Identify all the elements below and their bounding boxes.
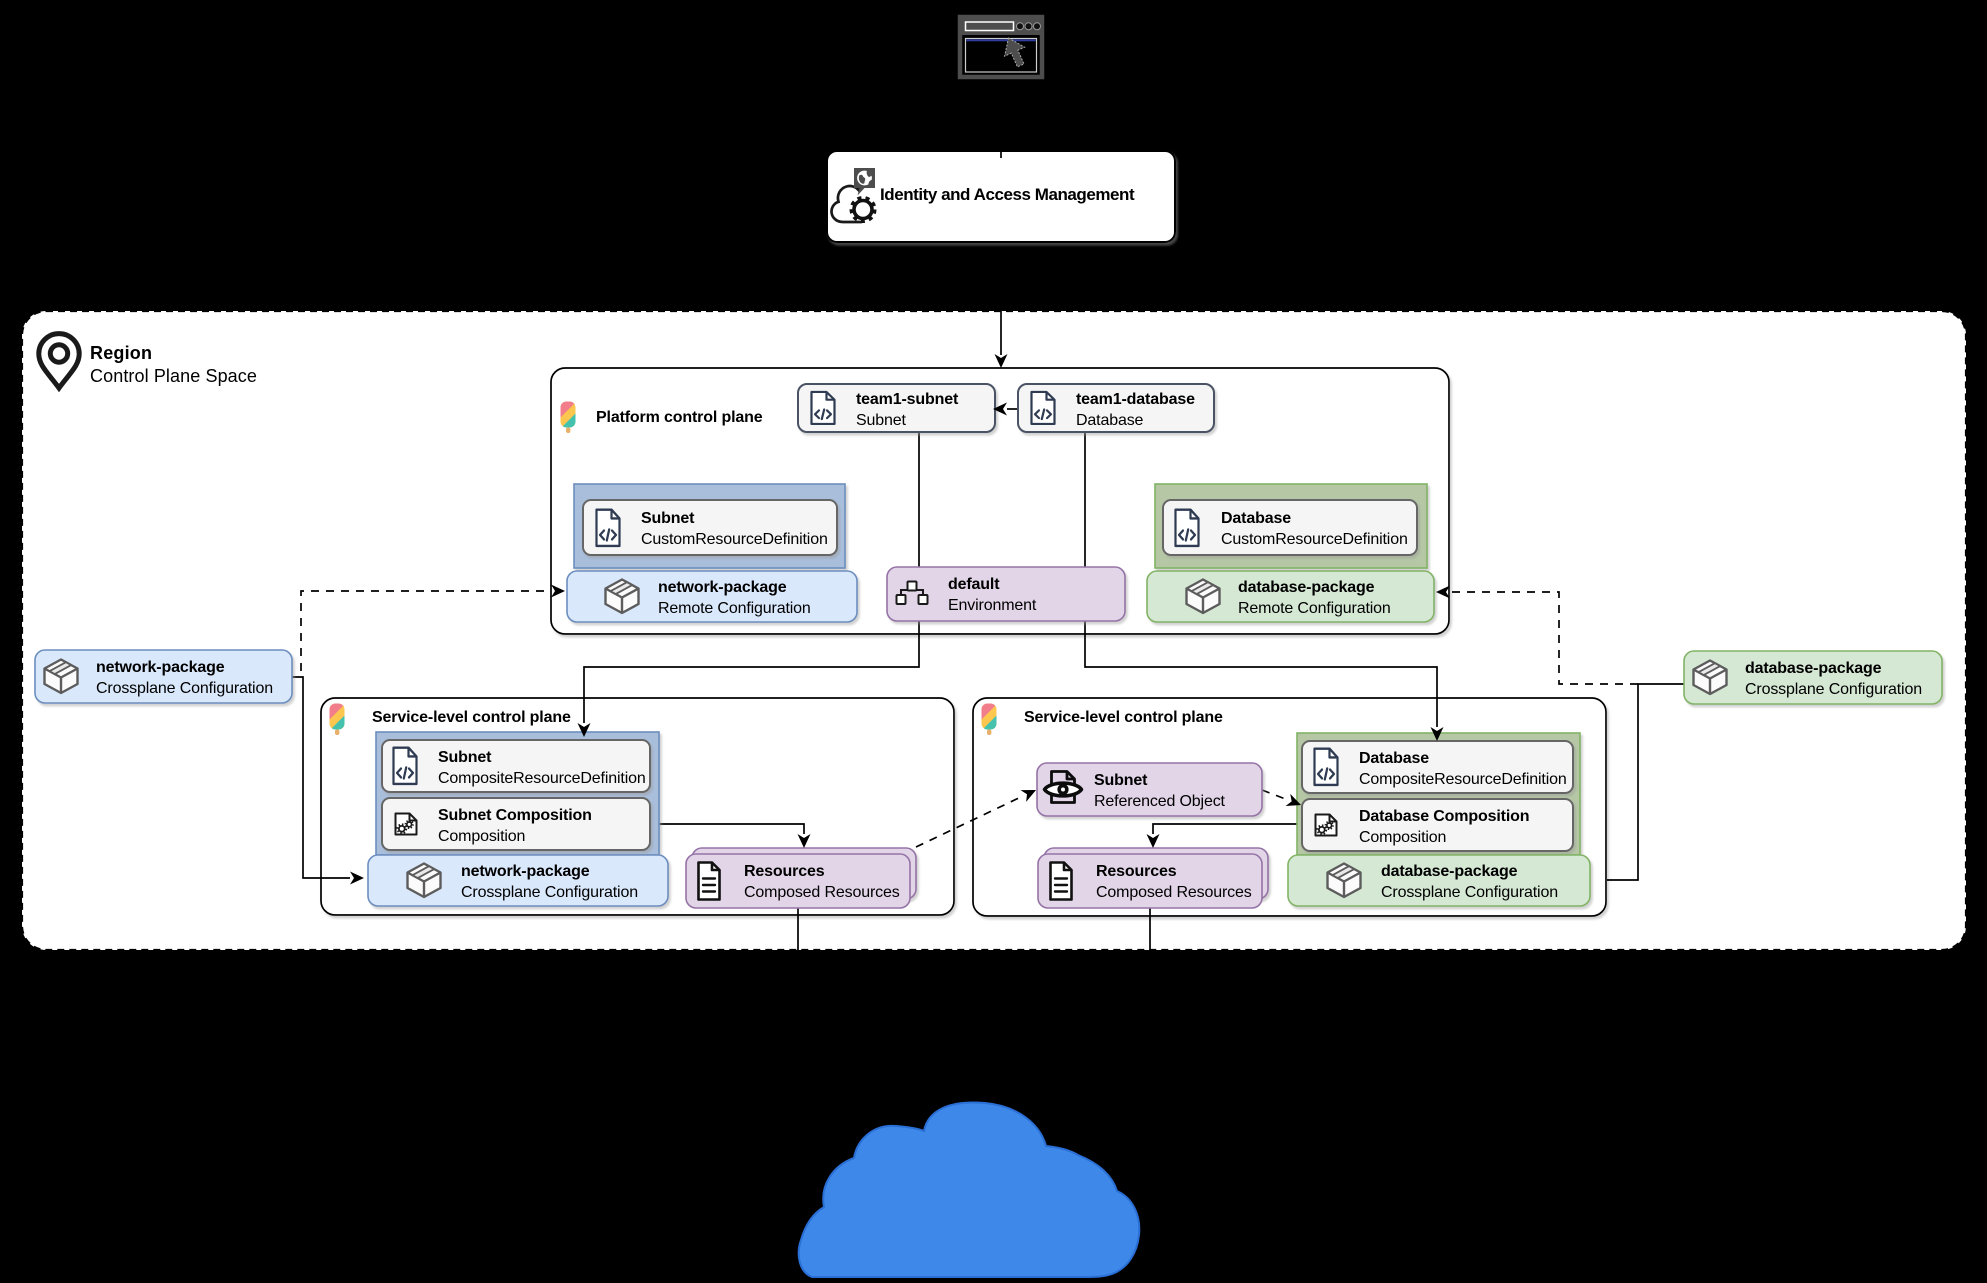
svg-text:team1-subnet: team1-subnet: [856, 391, 959, 408]
svg-text:Composed Resources: Composed Resources: [744, 884, 900, 901]
svg-text:Referenced Object: Referenced Object: [1094, 793, 1226, 810]
svg-text:Subnet: Subnet: [1094, 772, 1148, 789]
svg-text:CompositeResourceDefinition: CompositeResourceDefinition: [438, 770, 646, 787]
svg-text:Crossplane Configuration: Crossplane Configuration: [461, 884, 638, 901]
svg-text:Subnet: Subnet: [438, 749, 492, 766]
svg-text:Service-level control plane: Service-level control plane: [1024, 709, 1223, 726]
svg-text:Service-level control plane: Service-level control plane: [372, 709, 571, 726]
svg-text:default: default: [948, 576, 1000, 593]
svg-text:Platform control plane: Platform control plane: [596, 409, 763, 426]
svg-text:database-package: database-package: [1238, 579, 1375, 596]
svg-text:Region: Region: [90, 343, 152, 363]
svg-text:Environment: Environment: [948, 597, 1037, 614]
svg-text:network-package: network-package: [658, 579, 787, 596]
svg-text:Identity and Access Management: Identity and Access Management: [880, 185, 1135, 204]
svg-text:Resources: Resources: [1096, 863, 1177, 880]
svg-text:Crossplane Configuration: Crossplane Configuration: [1745, 681, 1922, 698]
svg-text:database-package: database-package: [1745, 660, 1882, 677]
svg-text:Remote Configuration: Remote Configuration: [658, 600, 811, 617]
svg-text:CustomResourceDefinition: CustomResourceDefinition: [1221, 531, 1408, 548]
svg-text:Subnet Composition: Subnet Composition: [438, 807, 592, 824]
svg-text:Subnet: Subnet: [856, 412, 907, 429]
svg-text:CustomResourceDefinition: CustomResourceDefinition: [641, 531, 828, 548]
svg-text:Crossplane Configuration: Crossplane Configuration: [1381, 884, 1558, 901]
svg-text:Resources: Resources: [744, 863, 825, 880]
svg-text:Subnet: Subnet: [641, 510, 695, 527]
svg-text:Remote Configuration: Remote Configuration: [1238, 600, 1391, 617]
svg-text:Crossplane Configuration: Crossplane Configuration: [96, 680, 273, 697]
svg-text:network-package: network-package: [461, 863, 590, 880]
svg-text:Database: Database: [1221, 510, 1291, 527]
svg-text:Composition: Composition: [1359, 829, 1446, 846]
svg-text:database-package: database-package: [1381, 863, 1518, 880]
svg-text:Database: Database: [1076, 412, 1144, 429]
svg-text:Database Composition: Database Composition: [1359, 808, 1529, 825]
svg-text:Database: Database: [1359, 750, 1429, 767]
svg-text:CompositeResourceDefinition: CompositeResourceDefinition: [1359, 771, 1567, 788]
svg-text:Composed Resources: Composed Resources: [1096, 884, 1252, 901]
svg-text:team1-database: team1-database: [1076, 391, 1195, 408]
svg-text:network-package: network-package: [96, 659, 225, 676]
svg-text:Control Plane Space: Control Plane Space: [90, 366, 257, 386]
svg-text:Composition: Composition: [438, 828, 525, 845]
